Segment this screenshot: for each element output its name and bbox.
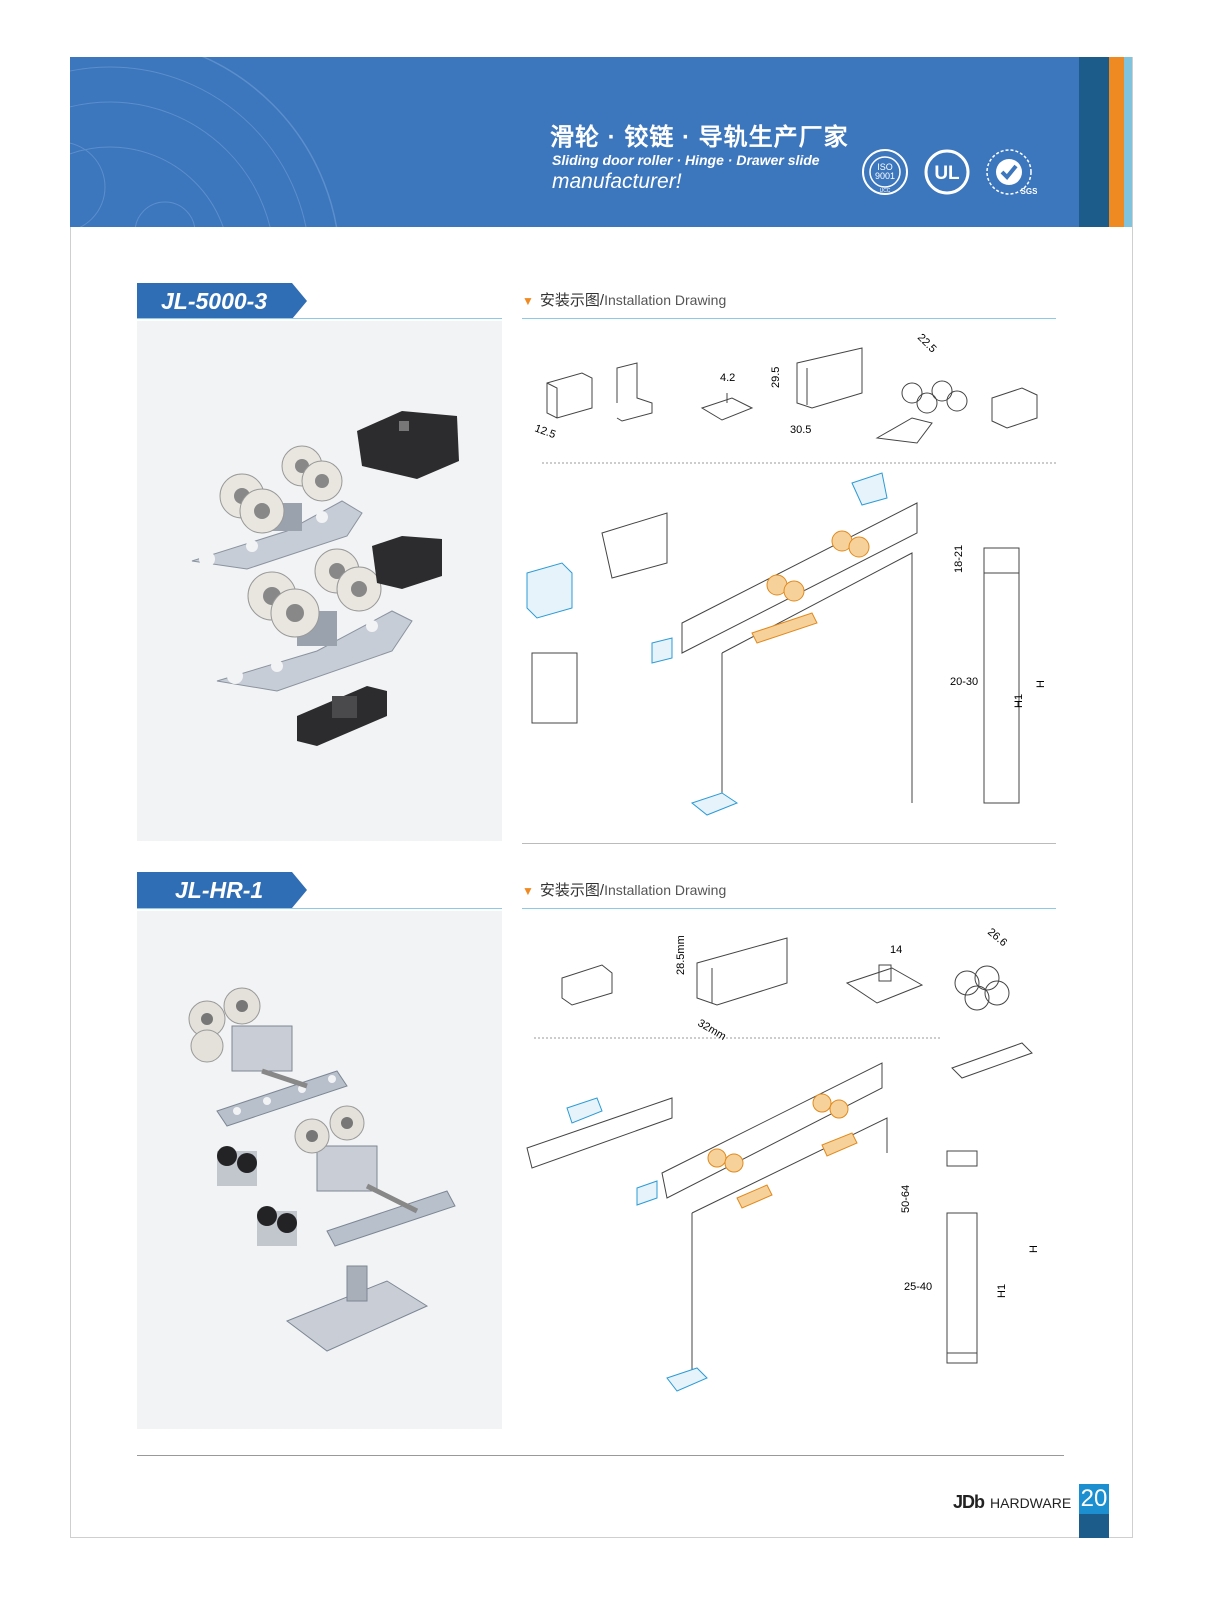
triangle-icon: ▼ [522,884,534,898]
svg-text:9001: 9001 [875,171,895,181]
model-name: JL-HR-1 [175,877,264,903]
brand-logo: JDb [953,1492,985,1512]
banner-stripe-cyan [1124,57,1132,227]
brand-text: HARDWARE [990,1495,1072,1511]
svg-text:ISO: ISO [877,162,893,172]
divider [522,908,1056,909]
dim-track-w: 32mm [696,1017,728,1043]
dim-roller: 22.5 [915,332,939,356]
model-name: JL-5000-3 [161,288,268,314]
banner-circles-decoration [70,57,338,227]
triangle-icon: ▼ [522,294,534,308]
svg-text:UL: UL [934,163,960,184]
installation-heading: ▼ 安装示图/Installation Drawing [522,879,726,900]
banner-title: 滑轮 · 铰链 · 导轨生产厂家 [550,124,849,151]
iso-9001-seal-icon: ISO 9001 UCC [861,148,909,196]
ul-logo-icon: UL [923,148,971,196]
dim-h: H [1028,1245,1040,1253]
heading-cn: 安装示图/ [539,292,605,309]
banner-subtitle: Sliding door roller · Hinge · Drawer sli… [552,152,820,168]
svg-text:UCC: UCC [880,188,891,194]
footer-brand: JDb HARDWARE [953,1492,1071,1513]
dim-roller: 26.6 [985,926,1009,949]
heading-cn: 安装示图/ [539,882,605,899]
heading-en: Installation Drawing [604,882,727,898]
heading-en: Installation Drawing [604,292,727,308]
divider [522,843,1056,844]
dim-h: H [1035,680,1047,688]
dim-h1: H1 [1013,694,1025,708]
dim-gap-top: 50-64 [900,1185,912,1213]
model-tab-2: JL-HR-1 [137,872,307,908]
sgs-check-icon: SGS [985,148,1038,196]
dim-track-h: 28.5mm [675,935,687,975]
header-banner [70,57,1110,227]
page-number: 20 [1079,1484,1109,1514]
dim-track-h: 29.5 [770,367,782,388]
page-number-tab [1079,1514,1109,1538]
banner-stripe-navy [1079,57,1109,227]
installation-drawing-jl-hr-1: 28.5mm 32mm 14 26.6 50-64 25-40 H1 [522,913,1056,1433]
model-tab-1: JL-5000-3 [137,283,307,319]
divider [137,318,502,319]
dim-gap-top: 18-21 [953,545,965,573]
footer-divider [137,1455,1064,1456]
svg-text:SGS: SGS [1021,187,1037,196]
product-photo-jl-hr-1 [137,911,502,1429]
divider [137,908,502,909]
dim-h1: H1 [996,1284,1008,1298]
dim-plate: 4.2 [720,372,735,384]
installation-drawing-jl-5000-3: 12.5 4.2 29.5 30.5 22.5 18-21 20-30 [522,323,1056,843]
divider [522,318,1056,319]
dim-bracket: 12.5 [533,423,557,442]
product-photo-jl-5000-3 [137,321,502,841]
banner-subtitle-2: manufacturer! [552,170,682,193]
dim-gap-side: 25-40 [904,1281,932,1293]
dim-track-w: 30.5 [790,424,811,436]
banner-stripe-orange [1109,57,1124,227]
dim-pin: 14 [890,944,902,956]
dim-gap-side: 20-30 [950,676,978,688]
installation-heading: ▼ 安装示图/Installation Drawing [522,289,726,310]
